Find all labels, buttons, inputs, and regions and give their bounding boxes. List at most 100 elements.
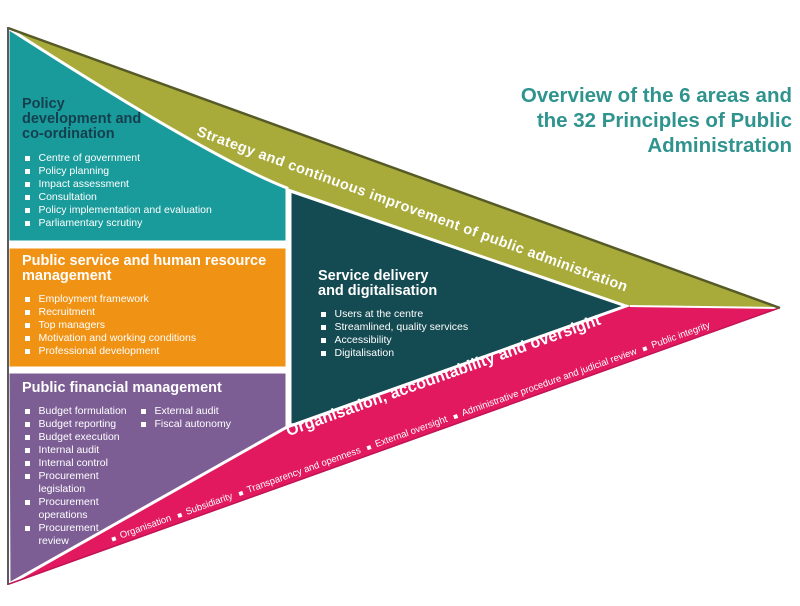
square-bullet-icon	[453, 413, 459, 419]
list-item-label: Digitalisation	[334, 347, 395, 359]
square-bullet-icon	[25, 156, 30, 161]
oversight-band-bottom-edge	[8, 307, 780, 585]
square-bullet-icon	[25, 500, 30, 505]
square-bullet-icon	[25, 409, 30, 414]
section-service: Service delivery and digitalisation User…	[318, 269, 548, 360]
square-bullet-icon	[25, 182, 30, 187]
square-bullet-icon	[25, 221, 30, 226]
list-item-label: Motivation and working conditions	[38, 332, 197, 344]
section-hr-heading: Public service and human resource manage…	[22, 253, 267, 284]
list-item-label: Accessibility	[334, 334, 392, 346]
square-bullet-icon	[238, 490, 244, 496]
list-item: Accessibility	[318, 334, 548, 347]
list-item: External audit	[138, 405, 231, 418]
list-item-label: External audit	[154, 405, 219, 417]
band-separator-line	[629, 305, 778, 309]
list-item-label: Procurement review	[38, 522, 99, 547]
square-bullet-icon	[25, 349, 30, 354]
list-item: Procurement legislation	[22, 470, 138, 496]
square-bullet-icon	[321, 351, 326, 356]
policy-block-shape	[6, 25, 289, 244]
list-item-label: Users at the centre	[334, 308, 424, 320]
page-title: Overview of the 6 areas and the 32 Princ…	[520, 84, 792, 157]
square-bullet-icon	[25, 297, 30, 302]
section-finance: Public financial management Budget formu…	[22, 381, 278, 548]
square-bullet-icon	[366, 444, 372, 450]
list-item: Centre of government	[22, 152, 272, 165]
section-policy-list: Centre of government Policy planning Imp…	[22, 152, 272, 230]
list-item: Users at the centre	[318, 308, 548, 321]
square-bullet-icon	[25, 474, 30, 479]
square-bullet-icon	[25, 526, 30, 531]
square-bullet-icon	[25, 169, 30, 174]
list-item-label: Impact assessment	[38, 178, 129, 190]
finance-column-1: Budget formulation Budget reporting Budg…	[22, 405, 138, 548]
list-item-label: Centre of government	[38, 152, 141, 164]
list-item: Employment framework	[22, 293, 278, 306]
list-item-label: Policy planning	[38, 165, 110, 177]
square-bullet-icon	[176, 512, 183, 518]
list-item-label: Employment framework	[38, 293, 149, 305]
square-bullet-icon	[25, 208, 30, 213]
square-bullet-icon	[141, 409, 146, 414]
service-block-shape	[288, 188, 631, 429]
list-item: Budget formulation	[22, 405, 138, 418]
section-hr: Public service and human resource manage…	[22, 254, 278, 358]
list-item: Internal control	[22, 457, 138, 470]
square-bullet-icon	[642, 345, 648, 351]
section-finance-heading: Public financial management	[22, 380, 222, 396]
square-bullet-icon	[25, 461, 30, 466]
list-item: Fiscal autonomy	[138, 418, 231, 431]
square-bullet-icon	[25, 448, 30, 453]
list-item-label: Procurement operations	[38, 496, 99, 521]
list-item: Budget execution	[22, 431, 138, 444]
square-bullet-icon	[321, 338, 326, 343]
list-item: Policy implementation and evaluation	[22, 204, 272, 217]
list-item-label: Internal control	[38, 457, 108, 469]
section-policy: Policy development and co-ordination Cen…	[22, 97, 272, 230]
square-bullet-icon	[25, 310, 30, 315]
list-item: Streamlined, quality services	[318, 321, 548, 334]
square-bullet-icon	[25, 435, 30, 440]
square-bullet-icon	[25, 422, 30, 427]
list-item: Policy planning	[22, 165, 272, 178]
section-finance-columns: Budget formulation Budget reporting Budg…	[22, 405, 278, 548]
list-item: Motivation and working conditions	[22, 332, 278, 345]
square-bullet-icon	[141, 422, 146, 427]
list-item: Procurement operations	[22, 496, 138, 522]
list-item-label: Budget reporting	[38, 418, 117, 430]
list-item-label: Consultation	[38, 191, 97, 203]
list-item: Digitalisation	[318, 347, 548, 360]
section-policy-heading: Policy development and co-ordination	[22, 96, 142, 142]
section-service-heading: Service delivery and digitalisation	[318, 268, 438, 299]
hr-block-shape	[6, 245, 289, 370]
square-bullet-icon	[321, 312, 326, 317]
arrow-outline-top	[7, 26, 781, 310]
list-item: Professional development	[22, 345, 278, 358]
list-item-label: Parliamentary scrutiny	[38, 217, 143, 229]
list-item: Top managers	[22, 319, 278, 332]
square-bullet-icon	[25, 323, 30, 328]
list-item: Internal audit	[22, 444, 138, 457]
finance-column-2: External audit Fiscal autonomy	[138, 405, 231, 548]
list-item: Impact assessment	[22, 178, 272, 191]
square-bullet-icon	[321, 325, 326, 330]
square-bullet-icon	[25, 195, 30, 200]
list-item-label: Streamlined, quality services	[334, 321, 469, 333]
list-item: Budget reporting	[22, 418, 138, 431]
list-item: Procurement review	[22, 522, 138, 548]
list-item-label: Fiscal autonomy	[154, 418, 231, 430]
list-item-label: Professional development	[38, 345, 160, 357]
list-item-label: Budget execution	[38, 431, 120, 443]
list-item-label: Policy implementation and evaluation	[38, 204, 212, 216]
section-service-list: Users at the centre Streamlined, quality…	[318, 308, 548, 360]
section-hr-list: Employment framework Recruitment Top man…	[22, 293, 278, 358]
list-item-label: Recruitment	[38, 306, 96, 318]
list-item-label: Budget formulation	[38, 405, 127, 417]
list-item: Recruitment	[22, 306, 278, 319]
square-bullet-icon	[25, 336, 30, 341]
list-item-label: Internal audit	[38, 444, 100, 456]
list-item-label: Procurement legislation	[38, 470, 99, 495]
